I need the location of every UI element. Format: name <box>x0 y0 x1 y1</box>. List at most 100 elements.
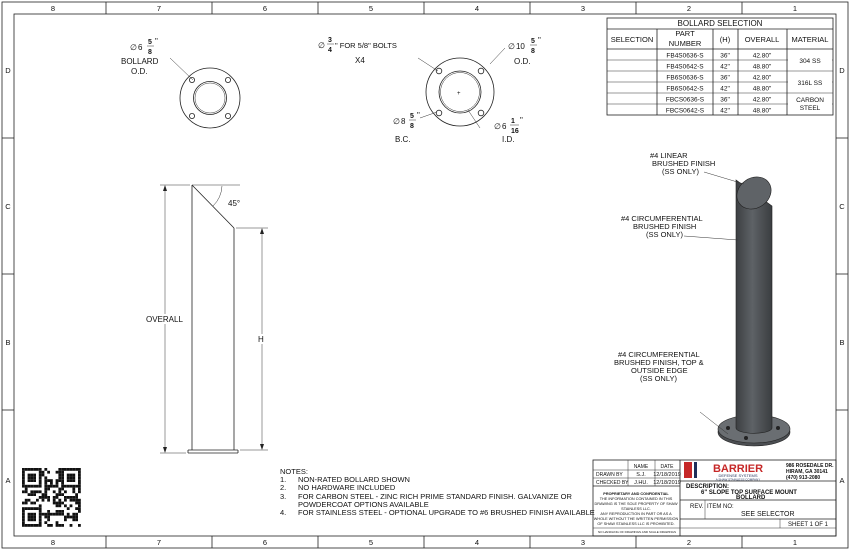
qr-module <box>58 524 62 527</box>
table-cell: 48.80" <box>753 86 772 93</box>
note-item: 3.FOR CARBON STEEL - ZINC RICH PRIME STA… <box>280 491 572 509</box>
col-label-bottom: 5 <box>369 538 373 547</box>
elevation-labels: 45° OVERALL H <box>144 199 268 344</box>
qr-module <box>58 498 62 502</box>
qr-module <box>55 521 59 524</box>
qr-module <box>61 479 64 482</box>
notes-heading: NOTES: <box>280 467 308 476</box>
qr-module <box>58 473 62 477</box>
qr-module <box>58 490 62 494</box>
qr-module <box>78 476 81 480</box>
row-label-right: C <box>839 202 845 211</box>
row-label-left: A <box>5 476 10 485</box>
qr-module <box>44 515 48 519</box>
qr-module <box>78 479 81 482</box>
qr-module <box>38 479 42 482</box>
qr-module <box>55 512 59 516</box>
qr-module <box>22 484 25 488</box>
qr-module <box>75 496 78 499</box>
qr-module <box>36 490 39 494</box>
qr-module <box>24 484 28 488</box>
qr-module <box>47 510 50 513</box>
svg-text:": " <box>417 111 420 120</box>
col-label-top: 6 <box>263 4 267 13</box>
qr-module <box>33 512 36 516</box>
table-cell: 42" <box>720 86 730 93</box>
svg-text:∅10: ∅10 <box>508 42 525 51</box>
qr-module <box>78 484 81 488</box>
qr-module <box>38 512 42 516</box>
svg-text:THE INFORMATION CONTAINED IN T: THE INFORMATION CONTAINED IN THIS <box>600 497 673 501</box>
qr-module <box>36 507 39 510</box>
material-cell: 316L SS <box>798 80 823 87</box>
qr-module <box>27 507 31 510</box>
bollard-od-dim: ∅6 5 8 " BOLLARD O.D. <box>121 37 159 76</box>
qr-module <box>61 510 64 513</box>
qr-module <box>24 524 28 527</box>
qr-module <box>66 479 70 482</box>
svg-text:8: 8 <box>148 49 152 56</box>
qr-module <box>30 493 34 496</box>
svg-text:B.C.: B.C. <box>395 135 411 144</box>
qr-module <box>58 510 62 513</box>
qr-module <box>22 518 25 522</box>
qr-module <box>44 496 48 499</box>
col-label-top: 3 <box>581 4 585 13</box>
qr-module <box>44 490 48 494</box>
qr-module <box>30 473 34 477</box>
qr-module <box>38 476 42 480</box>
qr-module <box>75 507 78 510</box>
svg-text:BOLLARD: BOLLARD <box>121 57 159 66</box>
qr-module <box>55 510 59 513</box>
col-label-bottom: 4 <box>475 538 479 547</box>
qr-module <box>66 476 70 480</box>
col-label-bottom: 7 <box>157 538 161 547</box>
svg-text:#4 LINEAR: #4 LINEAR <box>650 151 688 160</box>
col-label-top: 5 <box>369 4 373 13</box>
qr-module <box>64 490 67 494</box>
qr-module <box>69 498 73 502</box>
qr-module <box>78 490 81 494</box>
col-label-top: 4 <box>475 4 479 13</box>
qr-module <box>24 501 28 505</box>
qr-module <box>33 518 36 522</box>
svg-text:S.J.: S.J. <box>636 472 646 478</box>
qr-module <box>27 473 31 477</box>
qr-module <box>66 496 70 499</box>
qr-module <box>64 515 67 519</box>
qr-module <box>47 487 50 491</box>
svg-text:3: 3 <box>328 37 332 44</box>
qr-module <box>64 504 67 508</box>
svg-text:986 ROSEDALE DR.: 986 ROSEDALE DR. <box>786 463 834 469</box>
qr-module <box>27 479 31 482</box>
table-header: NUMBER <box>669 39 702 48</box>
qr-module <box>52 498 56 502</box>
qr-module <box>66 512 70 516</box>
qr-module <box>66 484 70 488</box>
qr-module <box>55 496 59 499</box>
qr-module <box>36 484 39 488</box>
qr-module <box>72 487 76 491</box>
svg-text:STAINLESS LLC.: STAINLESS LLC. <box>621 507 651 511</box>
qr-module <box>52 490 56 494</box>
svg-text:": " <box>155 37 158 46</box>
qr-module <box>61 468 64 471</box>
svg-text:X4: X4 <box>355 56 365 65</box>
svg-text:DATE: DATE <box>661 464 675 470</box>
svg-text:ITEM NO:: ITEM NO: <box>707 504 734 510</box>
qr-module <box>78 510 81 513</box>
qr-module <box>33 493 36 496</box>
table-cell: 42.80" <box>753 97 772 104</box>
svg-text:DEFENSE SYSTEMS: DEFENSE SYSTEMS <box>718 473 757 478</box>
row-label-left: D <box>5 66 11 75</box>
qr-module <box>38 515 42 519</box>
qr-module <box>72 479 76 482</box>
table-header: MATERIAL <box>792 35 829 44</box>
qr-module <box>33 507 36 510</box>
qr-module <box>33 479 36 482</box>
qr-module <box>24 490 28 494</box>
qr-module <box>22 490 25 494</box>
svg-text:DESCRIPTION:: DESCRIPTION: <box>686 484 729 490</box>
qr-module <box>75 484 78 488</box>
